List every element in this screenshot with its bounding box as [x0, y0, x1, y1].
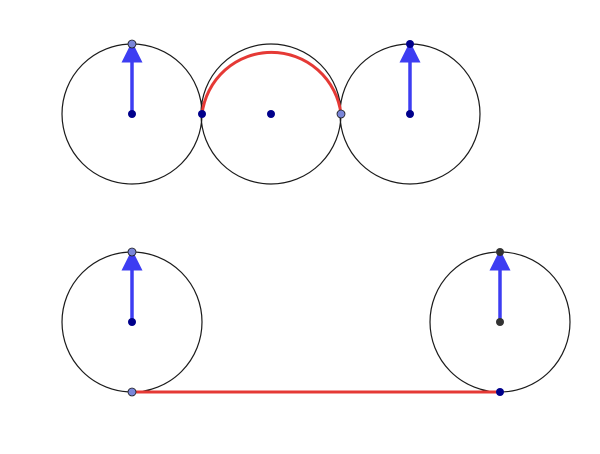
bottom-left-tangent-point[interactable] — [127, 387, 137, 397]
top-middle-center-point[interactable] — [267, 110, 275, 118]
top-left-center-point[interactable] — [128, 110, 136, 118]
bottom-right-vector-tip-point[interactable] — [496, 248, 504, 256]
top-red-arc-path — [200, 50, 343, 115]
top-right-vector-tip-point[interactable] — [406, 40, 414, 48]
top-left-vector-tip-point[interactable] — [127, 39, 137, 49]
top-row — [61, 39, 481, 185]
bottom-row — [61, 247, 571, 397]
top-right-center-point[interactable] — [406, 110, 414, 118]
top-left-tangent-point[interactable] — [198, 110, 206, 118]
bottom-left-center-point[interactable] — [128, 318, 136, 326]
bottom-left-vector-tip-point[interactable] — [127, 247, 137, 257]
bottom-right-center-point[interactable] — [496, 318, 504, 326]
top-right-tangent-point[interactable] — [336, 109, 346, 119]
bottom-right-tangent-point[interactable] — [496, 388, 504, 396]
